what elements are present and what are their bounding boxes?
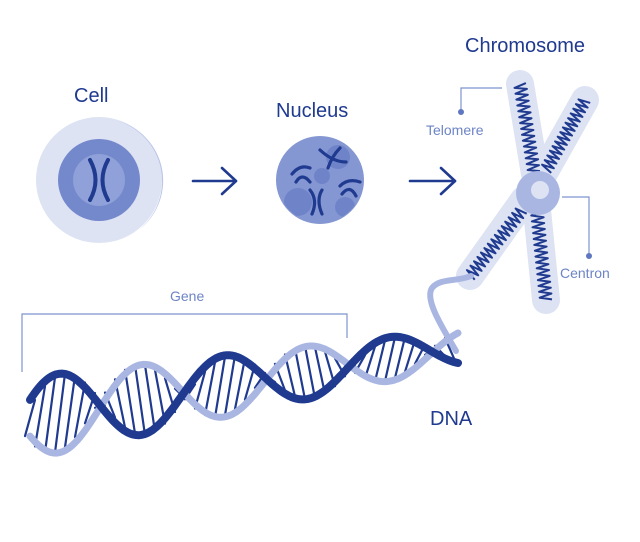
gene-bracket bbox=[21, 313, 348, 372]
centron-label: Centron bbox=[560, 265, 610, 281]
dna-label: DNA bbox=[430, 408, 473, 430]
cell-chromosome-icon bbox=[88, 158, 110, 202]
dna-helix bbox=[23, 273, 474, 457]
cell-illustration bbox=[36, 117, 164, 243]
centron-pointer bbox=[562, 196, 592, 259]
gene-label: Gene bbox=[170, 288, 205, 304]
nucleus-label: Nucleus bbox=[276, 100, 349, 122]
arrow-right-icon bbox=[408, 166, 457, 196]
chromosome-illustration bbox=[456, 70, 599, 314]
telomere-label: Telomere bbox=[426, 122, 484, 138]
arrow-right-icon bbox=[191, 166, 238, 196]
nucleus-chromosomes-icon bbox=[290, 146, 362, 216]
cell-label: Cell bbox=[74, 85, 109, 107]
telomere-pointer bbox=[458, 87, 502, 115]
chromosome-coils bbox=[466, 82, 591, 301]
chromosome-label: Chromosome bbox=[465, 35, 586, 57]
nucleus-illustration bbox=[276, 136, 364, 224]
